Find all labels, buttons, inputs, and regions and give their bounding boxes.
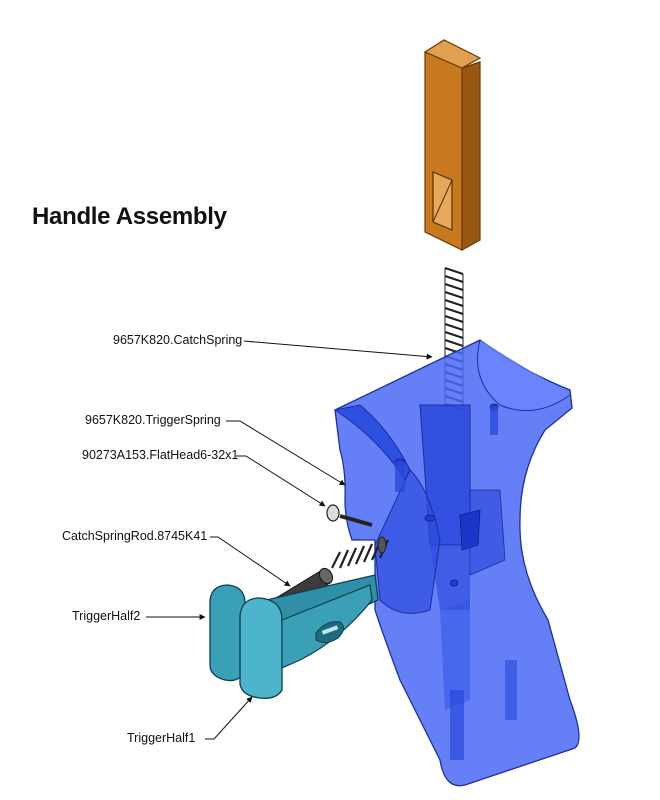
label-catch-spring-rod: CatchSpringRod.8745K41 [62,529,208,543]
diagram-title: Handle Assembly [32,203,227,230]
leader-trigger-half1 [205,696,253,740]
trigger-half1 [239,584,373,699]
handle-body [333,339,580,787]
trigger-spring [331,536,390,569]
leader-lines [146,340,433,740]
leader-flat-head [236,455,326,507]
flathead-screw [326,504,373,527]
label-trigger-spring: 9657K820.TriggerSpring [85,413,221,427]
label-trigger-half1: TriggerHalf1 [127,731,196,745]
label-trigger-half2: TriggerHalf2 [72,609,141,623]
label-catch-spring: 9657K820.CatchSpring [113,333,243,347]
catch-part [423,39,482,252]
leader-catch-rod [210,536,291,587]
leader-trigger-spring [226,420,346,486]
label-flat-head-screw: 90273A153.FlatHead6-32x1 [82,448,239,462]
leader-catch-spring [243,340,433,360]
